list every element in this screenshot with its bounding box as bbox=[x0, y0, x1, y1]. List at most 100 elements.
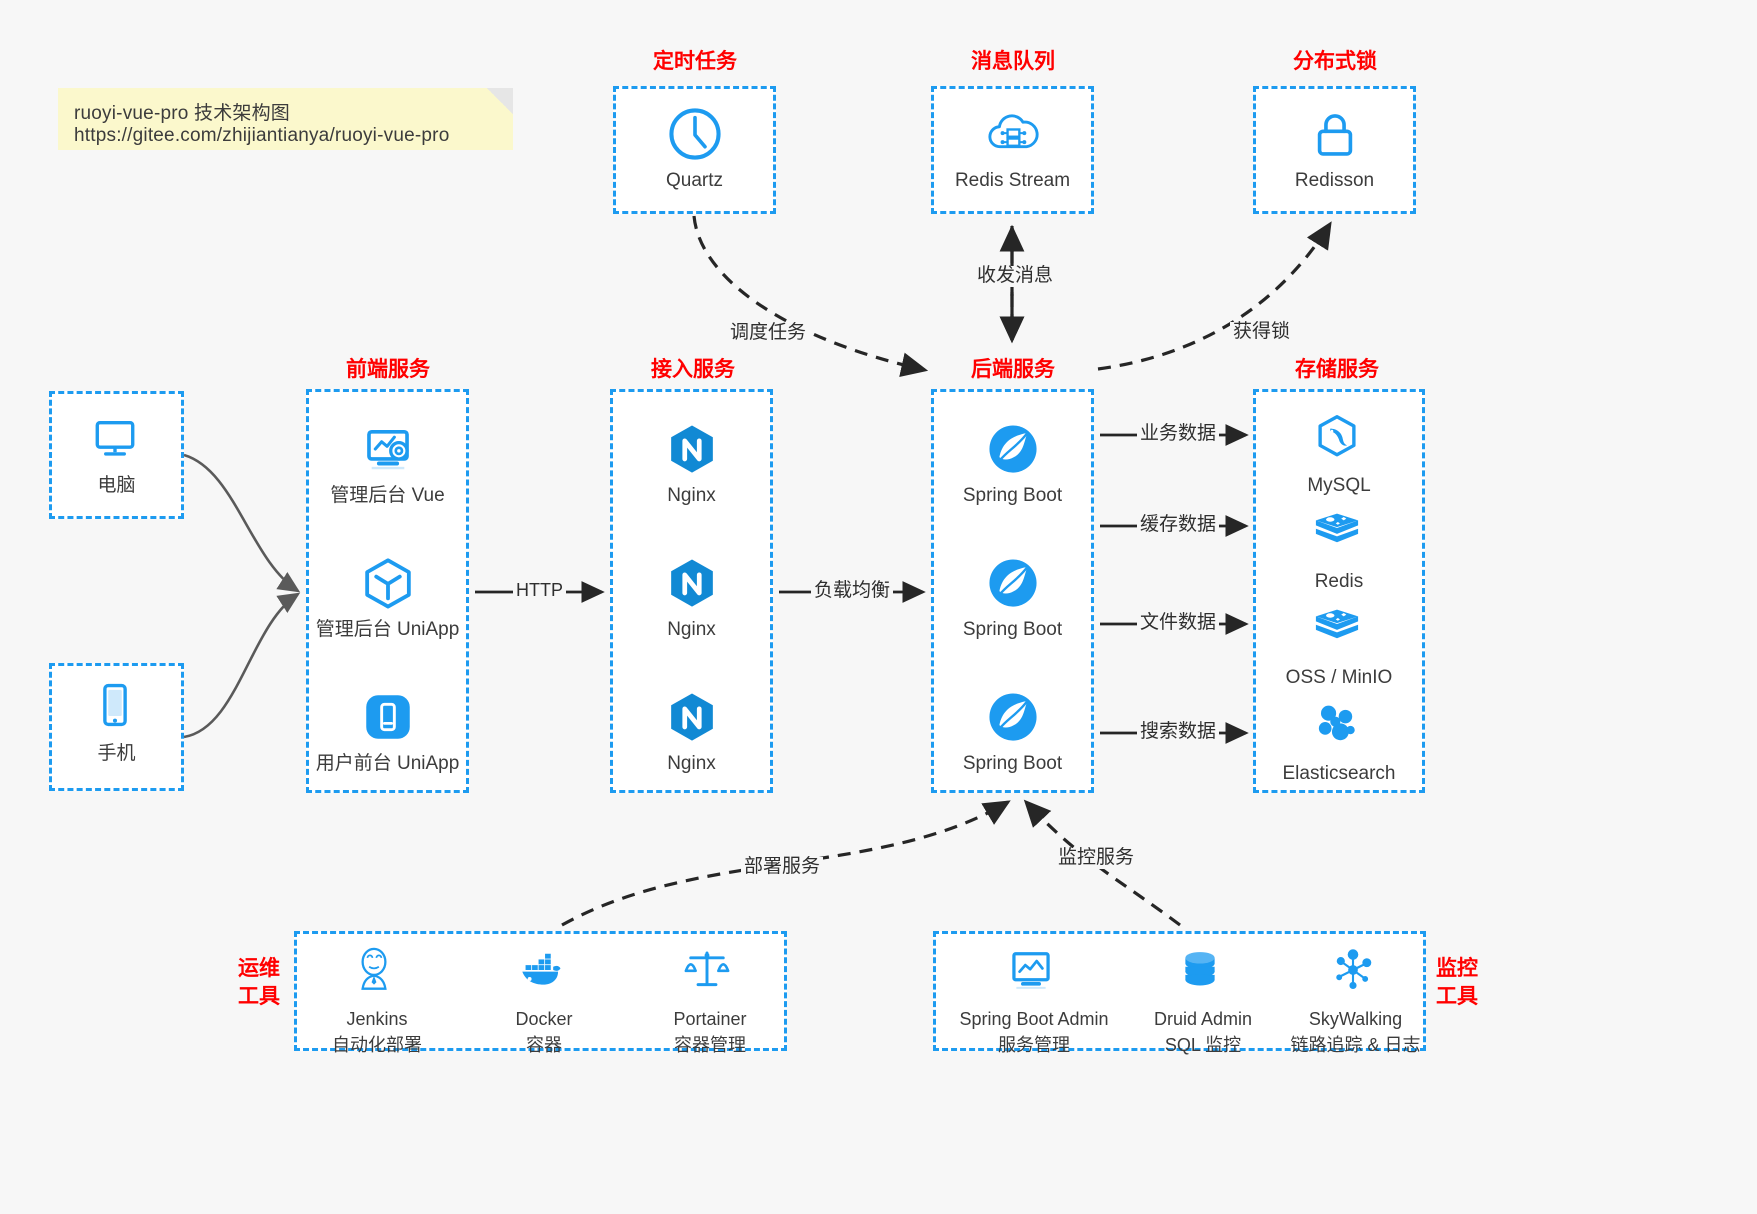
node-desc: 服务管理 bbox=[998, 1034, 1070, 1055]
node-redis[interactable]: Redis bbox=[1256, 506, 1422, 594]
node-label: Druid Admin bbox=[1153, 1009, 1253, 1029]
storage-service-box[interactable]: MySQL Redis bbox=[1253, 389, 1425, 793]
node-desc: 链路追踪 & 日志 bbox=[1290, 1034, 1421, 1055]
node-label: Nginx bbox=[667, 619, 716, 640]
spring-leaf-icon bbox=[984, 688, 1042, 746]
node-label: 手机 bbox=[97, 743, 136, 764]
redis-stack-icon bbox=[1310, 506, 1368, 564]
node-admin-vue[interactable]: 管理后台 Vue bbox=[309, 420, 466, 508]
docker-whale-icon bbox=[515, 944, 573, 1002]
heading-devops-tools-line2: 工具 bbox=[238, 985, 280, 1008]
node-user-uniapp[interactable]: 用户前台 UniApp bbox=[309, 688, 466, 776]
edge-label-file-data: 文件数据 bbox=[1137, 612, 1220, 634]
heading-frontend-service: 前端服务 bbox=[346, 358, 430, 381]
node-nginx-2[interactable]: Nginx bbox=[613, 554, 770, 642]
heading-scheduled-task: 定时任务 bbox=[653, 50, 737, 73]
scheduled-task-box[interactable]: Quartz bbox=[613, 86, 776, 214]
node-label: 电脑 bbox=[97, 475, 136, 496]
nginx-icon bbox=[663, 554, 721, 612]
node-label: Redisson bbox=[1294, 170, 1375, 191]
backend-service-box[interactable]: Spring Boot Spring Boot Spring Boot bbox=[931, 389, 1094, 793]
clock-icon bbox=[666, 105, 724, 163]
message-queue-box[interactable]: Redis Stream bbox=[931, 86, 1094, 214]
nginx-icon bbox=[663, 420, 721, 478]
note-fold-corner bbox=[487, 88, 513, 114]
client-box-pc[interactable]: 电脑 bbox=[49, 391, 184, 519]
mobile-app-icon bbox=[359, 688, 417, 746]
cloud-network-icon bbox=[984, 105, 1042, 163]
edge-label-schedule-task: 调度任务 bbox=[727, 322, 810, 344]
distributed-lock-box[interactable]: Redisson bbox=[1253, 86, 1416, 214]
node-label: Docker bbox=[515, 1009, 573, 1029]
node-label: Nginx bbox=[667, 753, 716, 774]
node-redis-stream[interactable]: Redis Stream bbox=[934, 105, 1091, 193]
node-elasticsearch[interactable]: Elasticsearch bbox=[1256, 698, 1422, 786]
node-spring-boot-admin[interactable]: Spring Boot Admin 服务管理 bbox=[939, 944, 1129, 1057]
node-desc: 容器管理 bbox=[674, 1034, 746, 1055]
node-redisson[interactable]: Redisson bbox=[1256, 105, 1413, 193]
edge-label-acquire-lock: 获得锁 bbox=[1230, 321, 1294, 343]
node-label: Spring Boot bbox=[962, 619, 1063, 640]
node-mobile[interactable]: 手机 bbox=[52, 678, 181, 766]
node-jenkins[interactable]: Jenkins 自动化部署 bbox=[302, 944, 452, 1057]
node-label: Redis Stream bbox=[954, 170, 1071, 191]
node-label: Spring Boot bbox=[962, 485, 1063, 506]
node-label: Portainer bbox=[673, 1009, 747, 1029]
nginx-icon bbox=[663, 688, 721, 746]
mysql-dolphin-icon bbox=[1310, 410, 1368, 468]
node-nginx-3[interactable]: Nginx bbox=[613, 688, 770, 776]
heading-backend-service: 后端服务 bbox=[971, 358, 1055, 381]
node-desc: 容器 bbox=[526, 1034, 562, 1055]
node-portainer[interactable]: Portainer 容器管理 bbox=[635, 944, 785, 1057]
skywalking-icon bbox=[1327, 944, 1385, 1002]
node-mysql[interactable]: MySQL bbox=[1256, 410, 1422, 498]
lock-icon bbox=[1306, 105, 1364, 163]
node-label: Redis bbox=[1314, 571, 1364, 592]
spring-leaf-icon bbox=[984, 554, 1042, 612]
heading-distributed-lock: 分布式锁 bbox=[1293, 50, 1377, 73]
devops-tools-box[interactable]: Jenkins 自动化部署 Docker 容器 bbox=[294, 931, 787, 1055]
heading-message-queue: 消息队列 bbox=[971, 50, 1055, 73]
monitor-icon bbox=[88, 410, 146, 468]
node-spring-boot-1[interactable]: Spring Boot bbox=[934, 420, 1091, 508]
node-label: Jenkins bbox=[346, 1009, 408, 1029]
node-druid-admin[interactable]: Druid Admin SQL 监控 bbox=[1128, 944, 1278, 1057]
node-quartz[interactable]: Quartz bbox=[616, 105, 773, 193]
node-docker[interactable]: Docker 容器 bbox=[469, 944, 619, 1057]
edge-label-business-data: 业务数据 bbox=[1137, 423, 1220, 445]
edge-label-monitor-service: 监控服务 bbox=[1055, 847, 1138, 869]
node-skywalking[interactable]: SkyWalking 链路追踪 & 日志 bbox=[1268, 944, 1443, 1057]
node-label: MySQL bbox=[1307, 475, 1371, 496]
monitor-tools-box[interactable]: Spring Boot Admin 服务管理 bbox=[933, 931, 1426, 1055]
scales-icon bbox=[681, 944, 739, 1002]
frontend-service-box[interactable]: 管理后台 Vue 管理后台 UniApp 用户前台 UniApp bbox=[306, 389, 469, 793]
jenkins-butler-icon bbox=[348, 944, 406, 1002]
heading-monitor-tools-line2: 工具 bbox=[1436, 985, 1478, 1008]
client-box-mobile[interactable]: 手机 bbox=[49, 663, 184, 791]
node-desc: 自动化部署 bbox=[332, 1034, 422, 1055]
node-label: Quartz bbox=[665, 170, 724, 191]
node-desc: SQL 监控 bbox=[1164, 1034, 1242, 1055]
gateway-service-box[interactable]: Nginx Nginx Nginx bbox=[610, 389, 773, 793]
title-note: ruoyi-vue-pro 技术架构图 https://gitee.com/zh… bbox=[58, 88, 513, 150]
cube-icon bbox=[359, 554, 417, 612]
node-spring-boot-3[interactable]: Spring Boot bbox=[934, 688, 1091, 776]
node-pc[interactable]: 电脑 bbox=[52, 410, 181, 498]
elasticsearch-icon bbox=[1310, 698, 1368, 756]
node-nginx-1[interactable]: Nginx bbox=[613, 420, 770, 508]
node-label: 管理后台 Vue bbox=[330, 485, 445, 506]
monitor-chart-icon bbox=[1005, 944, 1063, 1002]
node-label: Elasticsearch bbox=[1282, 763, 1396, 784]
node-label: SkyWalking bbox=[1308, 1009, 1403, 1029]
node-label: 管理后台 UniApp bbox=[315, 619, 460, 640]
database-icon bbox=[1174, 944, 1232, 1002]
edge-label-load-balance: 负载均衡 bbox=[811, 580, 894, 602]
node-admin-uniapp[interactable]: 管理后台 UniApp bbox=[309, 554, 466, 642]
edge-label-cache-data: 缓存数据 bbox=[1137, 514, 1220, 536]
node-label: 用户前台 UniApp bbox=[315, 753, 460, 774]
node-oss-minio[interactable]: OSS / MinIO bbox=[1256, 602, 1422, 690]
node-spring-boot-2[interactable]: Spring Boot bbox=[934, 554, 1091, 642]
edge-label-http: HTTP bbox=[513, 580, 566, 601]
